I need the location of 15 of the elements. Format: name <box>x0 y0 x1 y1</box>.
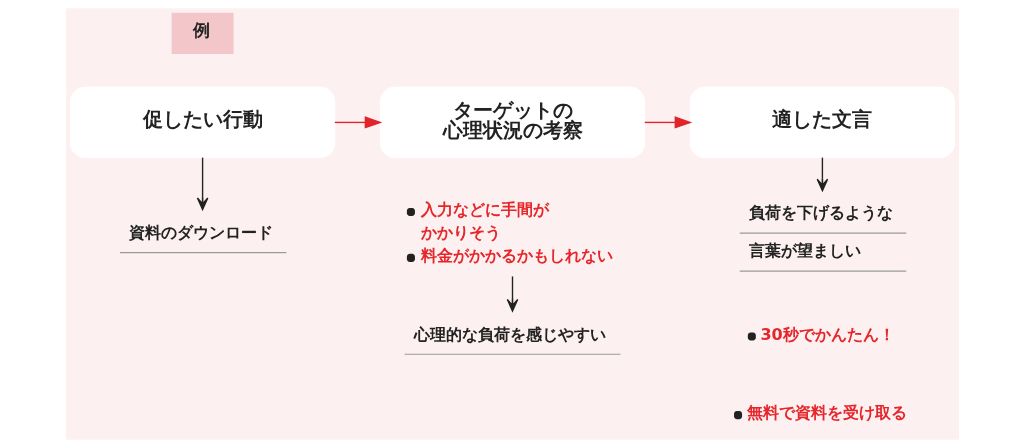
node-box: 適した文言 <box>689 86 955 158</box>
node-text: 心理的な負荷を感じやすい <box>413 324 606 344</box>
node-box: ターゲットの心理状況の考察 <box>379 86 645 158</box>
arrow <box>506 275 518 312</box>
label: 無料で資料を受け取る <box>746 403 907 423</box>
arrow <box>196 156 208 211</box>
arrow <box>643 116 692 129</box>
node-text: 資料のダウンロード <box>128 223 273 242</box>
node-text: 負荷を下げるような言葉が望ましい <box>748 203 893 261</box>
node-text: 入力などに手間がかかりそう 料金がかかるかもしれない <box>420 200 613 265</box>
arrow <box>333 116 382 129</box>
label: 30秒でかんたん！ <box>759 324 895 344</box>
arrow <box>816 156 828 192</box>
node-box: 促したい行動 <box>69 86 335 158</box>
label: 例 <box>192 20 210 41</box>
